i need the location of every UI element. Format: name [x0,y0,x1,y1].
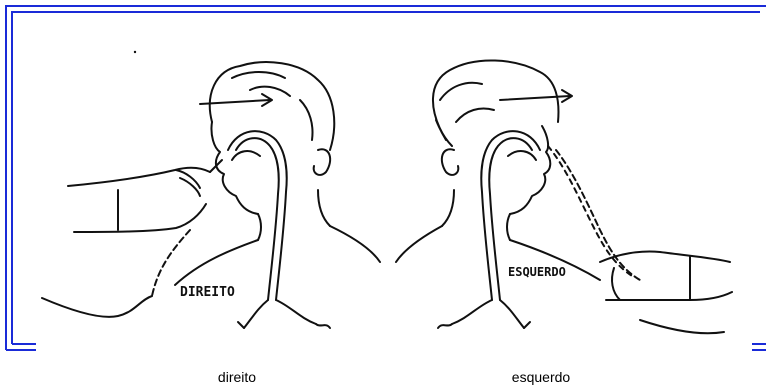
stray-dot [134,51,136,53]
blue-frame [6,6,766,350]
caption-right: esquerdo [461,369,621,385]
caption-left: direito [157,369,317,385]
left-handwritten-label: DIREITO [180,285,235,300]
right-patient-drawing [396,60,732,333]
right-handwritten-label: ESQUERDO [508,265,566,279]
